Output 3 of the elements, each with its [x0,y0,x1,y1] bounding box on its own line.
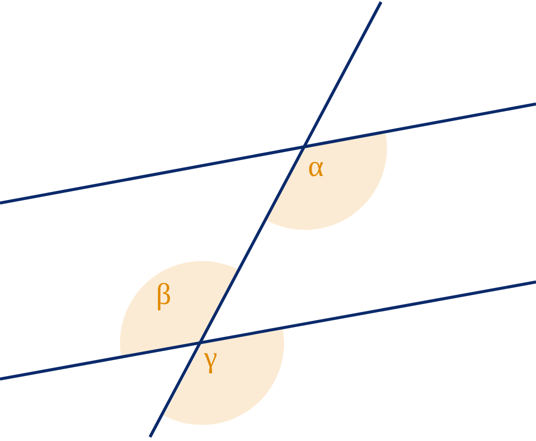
angle-label: α [308,152,324,182]
angle-label: γ [204,343,218,373]
angle-label: β [156,280,172,310]
